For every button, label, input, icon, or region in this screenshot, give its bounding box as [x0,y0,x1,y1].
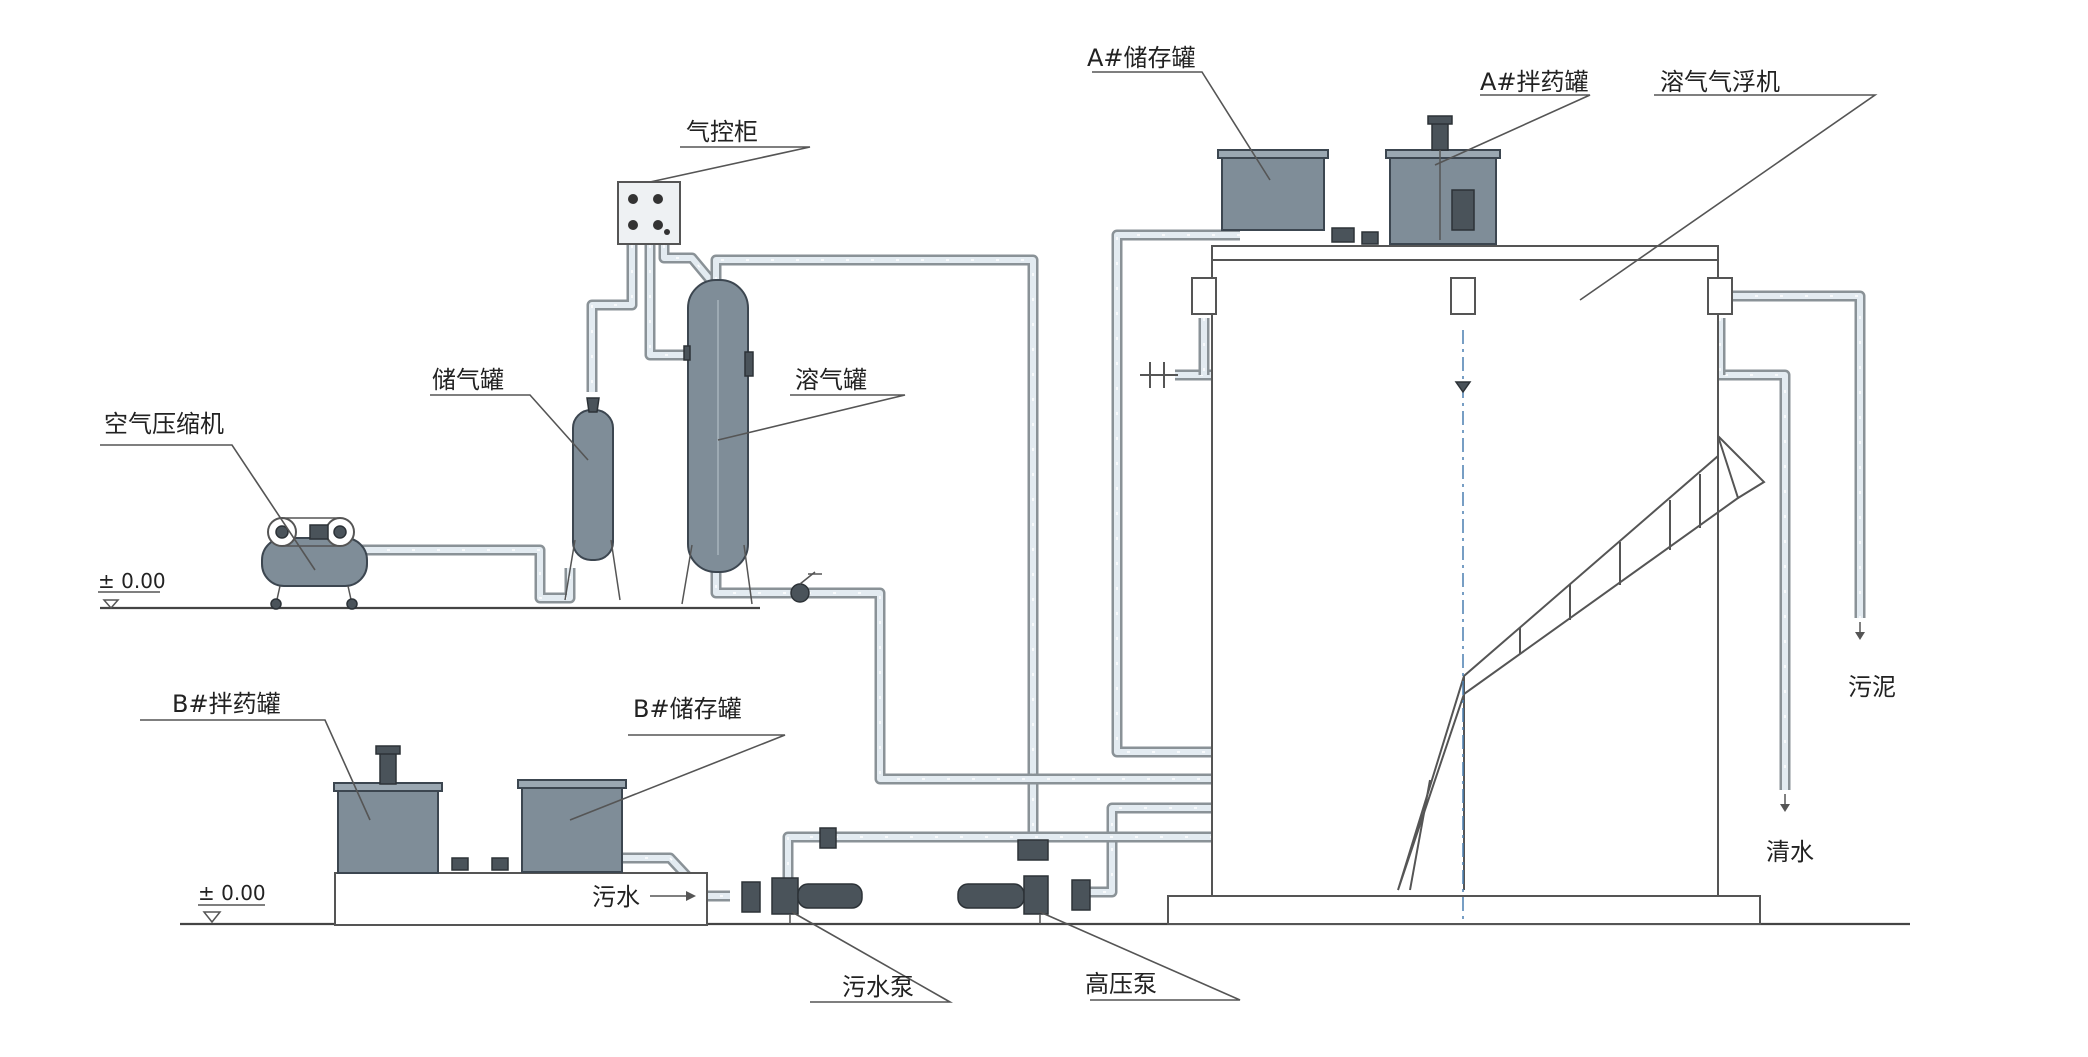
pipe-cabinet-to-air-tank-bore [589,245,635,392]
label-air-storage-tank: 储气罐 [432,366,504,394]
label-air-compressor: 空气压缩机 [104,410,224,438]
pipe-sludge-wall [1730,290,1866,618]
pipe-pump-to-daf-highlight [1078,807,1350,893]
high-pressure-pump-motor [957,883,1025,909]
b-mixer-motor [379,751,397,785]
label-b-storage-tank: B#储存罐 [633,695,742,723]
air-control-cabinet [617,181,681,245]
label-a-mixing-tank: A#拌药罐 [1480,68,1589,96]
labels: A#储存罐 A#拌药罐 溶气气浮机 气控柜 储气罐 溶气罐 空气压缩机 B#拌药… [104,44,1896,1001]
label-clear-water-outlet: 清水 [1766,838,1814,866]
label-daf-machine: 溶气气浮机 [1660,68,1780,96]
cabinet-knobs [628,194,670,235]
b-mixing-tank-body [337,784,439,874]
daf-inclined-plates [1397,435,1766,891]
pipe-cabinet-to-dissolved-top-highlight [663,245,713,283]
pipe-sludge-highlight [1730,295,1861,618]
label-a-storage-tank: A#储存罐 [1087,44,1196,72]
daf-fitting-mid [1450,277,1476,315]
label-dissolved-air-tank: 溶气罐 [795,366,867,394]
label-air-control-cabinet: 气控柜 [686,118,758,146]
label-sewage-pump: 污水泵 [842,973,914,1001]
dissolved-air-tank [681,279,822,605]
pipe-cabinet-to-air-tank-wall [586,245,638,392]
leader-lines [100,71,1878,1003]
b-mixing-tank [333,745,443,874]
a-mixer-motor [1431,121,1449,151]
a-storage-tank-body [1221,151,1325,231]
daf-machine [1140,245,1766,925]
label-b-mixing-tank: B#拌药罐 [172,690,281,718]
label-sewage-inlet: 污水 [592,883,640,911]
b-platform [334,872,708,926]
air-storage-tank [564,397,621,601]
daf-fitting-right [1707,277,1733,315]
label-sludge-outlet: 污泥 [1848,673,1896,701]
cabinet-box [617,181,681,245]
clear-water-arrow [1780,794,1790,812]
a-mixing-tank [1331,115,1501,245]
a-storage-tank [1217,149,1329,231]
pipe-network [362,229,1866,902]
pipe-cabinet-to-dissolved-tank-bore [647,245,690,358]
pipe-b-tanks-highlight [620,857,701,891]
pipe-dissolved-bottom-to-daf-bore [713,560,1330,782]
a-mixing-tank-body [1389,151,1497,245]
air-storage-tank-body [572,409,614,561]
label-high-pressure-pump: 高压泵 [1085,970,1157,998]
high-pressure-pump [957,839,1091,924]
pipe-sludge-bore [1730,293,1863,618]
pipe-compressor-to-air-tank-bore [362,547,573,601]
elevation-mark-upper: ± 0.00 [98,569,166,593]
daf-fitting-left [1191,277,1217,315]
sewage-pump-motor [797,883,863,909]
sludge-arrow [1855,622,1865,640]
b-storage-tank [451,779,627,873]
daf-base [1167,895,1761,925]
pipe-dissolved-top-to-pump-bore [713,257,1036,850]
pipe-sewage-to-daf-highlight [787,836,1395,890]
air-compressor [261,517,368,610]
pipe-cabinet-to-air-tank-highlight [591,245,633,392]
pipe-compressor-to-air-tank-highlight [362,549,571,599]
b-tank-platform [334,872,708,926]
sewage-inlet-arrow [650,891,696,901]
sewage-pump [741,827,863,924]
elevation-mark-lower: ± 0.00 [198,881,266,905]
b-storage-tank-body [521,781,623,873]
